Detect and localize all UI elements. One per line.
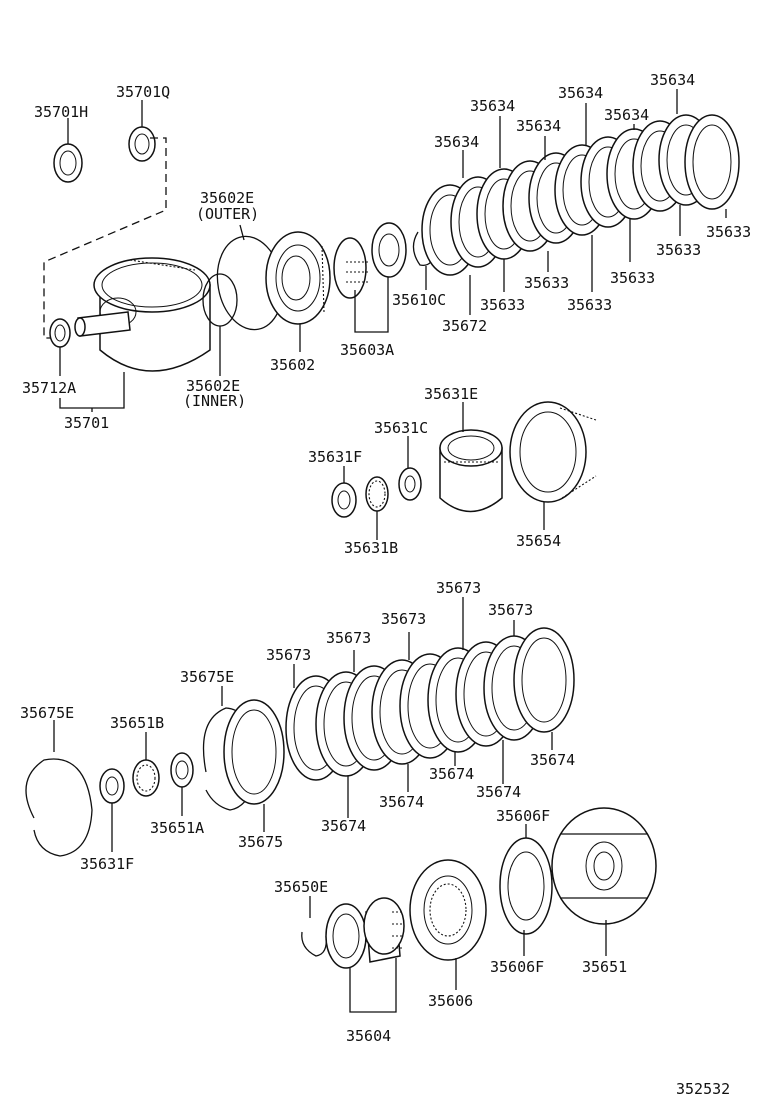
race-35651A	[170, 752, 194, 788]
label-35674-b: 35674	[379, 793, 424, 811]
clutch-pack-lower	[285, 627, 575, 781]
label-35606F-bottom: 35606F	[490, 958, 544, 976]
label-35602E-inner: 35602E	[186, 377, 240, 395]
label-35633-f: 35633	[706, 223, 751, 241]
washer-35701Q	[128, 126, 156, 162]
label-35634-b: 35634	[470, 97, 515, 115]
clutch-drum-35654	[509, 401, 597, 503]
washer-35631F-lower	[99, 768, 125, 804]
label-35631B: 35631B	[344, 539, 398, 557]
retainer-35603A-ring	[371, 222, 407, 278]
label-35634-e: 35634	[604, 106, 649, 124]
label-35674-e: 35674	[530, 751, 575, 769]
label-35651: 35651	[582, 958, 627, 976]
label-35673-a: 35673	[266, 646, 311, 664]
label-35631F-top: 35631F	[308, 448, 362, 466]
label-35675E: 35675E	[180, 668, 234, 686]
label-35631F-bottom: 35631F	[80, 855, 134, 873]
label-35631E: 35631E	[424, 385, 478, 403]
race-35631C	[398, 467, 422, 501]
label-35675: 35675	[238, 833, 283, 851]
washer-35701H	[53, 143, 83, 183]
bearing-35651B	[132, 759, 160, 797]
label-35651B: 35651B	[110, 714, 164, 732]
label-35674-d: 35674	[476, 783, 521, 801]
washer-35631F-upper	[331, 482, 357, 518]
label-35674-c: 35674	[429, 765, 474, 783]
diagram-ref-code: 352532	[676, 1080, 730, 1098]
label-35610C: 35610C	[392, 291, 446, 309]
label-35701H: 35701H	[34, 103, 88, 121]
label-35633-c: 35633	[567, 296, 612, 314]
label-35674-a: 35674	[321, 817, 366, 835]
label-35701: 35701	[64, 414, 109, 432]
label-35675E-left: 35675E	[20, 704, 74, 722]
label-35634-a: 35634	[434, 133, 479, 151]
label-35651A: 35651A	[150, 819, 204, 837]
drum-35701	[74, 257, 211, 372]
pressure-plate-35675	[223, 699, 285, 805]
gear-assembly-35606	[409, 859, 487, 961]
label-35602: 35602	[270, 356, 315, 374]
label-35673-c: 35673	[381, 610, 426, 628]
label-35654: 35654	[516, 532, 561, 550]
spring-retainer-35603A	[333, 237, 370, 299]
label-35673-d: 35673	[436, 579, 481, 597]
label-35633-e: 35633	[656, 241, 701, 259]
label-35604: 35604	[346, 1027, 391, 1045]
snap-ring-35650E	[301, 931, 327, 957]
thrust-washer-35606F	[499, 837, 553, 935]
label-35633-d: 35633	[610, 269, 655, 287]
label-35602E-outer: 35602E	[200, 189, 254, 207]
label-inner: (INNER)	[183, 392, 246, 410]
label-35701Q: 35701Q	[116, 83, 170, 101]
piston-35602	[265, 231, 331, 325]
label-35650E: 35650E	[274, 878, 328, 896]
bearing-35631B	[365, 476, 389, 512]
label-35634-f: 35634	[650, 71, 695, 89]
seal-ring-35712A	[49, 318, 71, 348]
clutch-hub-35631E	[439, 429, 503, 513]
label-35606F-top: 35606F	[496, 807, 550, 825]
label-35603A: 35603A	[340, 341, 394, 359]
label-35673-b: 35673	[326, 629, 371, 647]
label-35634-c: 35634	[516, 117, 561, 135]
label-35606: 35606	[428, 992, 473, 1010]
label-35712A: 35712A	[22, 379, 76, 397]
label-35633-b: 35633	[524, 274, 569, 292]
label-35633-a: 35633	[480, 296, 525, 314]
one-way-clutch-35604	[325, 897, 405, 969]
snap-ring-35675E-left	[25, 758, 93, 857]
label-35673-e: 35673	[488, 601, 533, 619]
label-outer: (OUTER)	[196, 205, 259, 223]
label-35631C: 35631C	[374, 419, 428, 437]
carrier-35651	[551, 807, 657, 925]
clutch-pack-upper	[421, 114, 740, 276]
label-35634-d: 35634	[558, 84, 603, 102]
label-35672: 35672	[442, 317, 487, 335]
